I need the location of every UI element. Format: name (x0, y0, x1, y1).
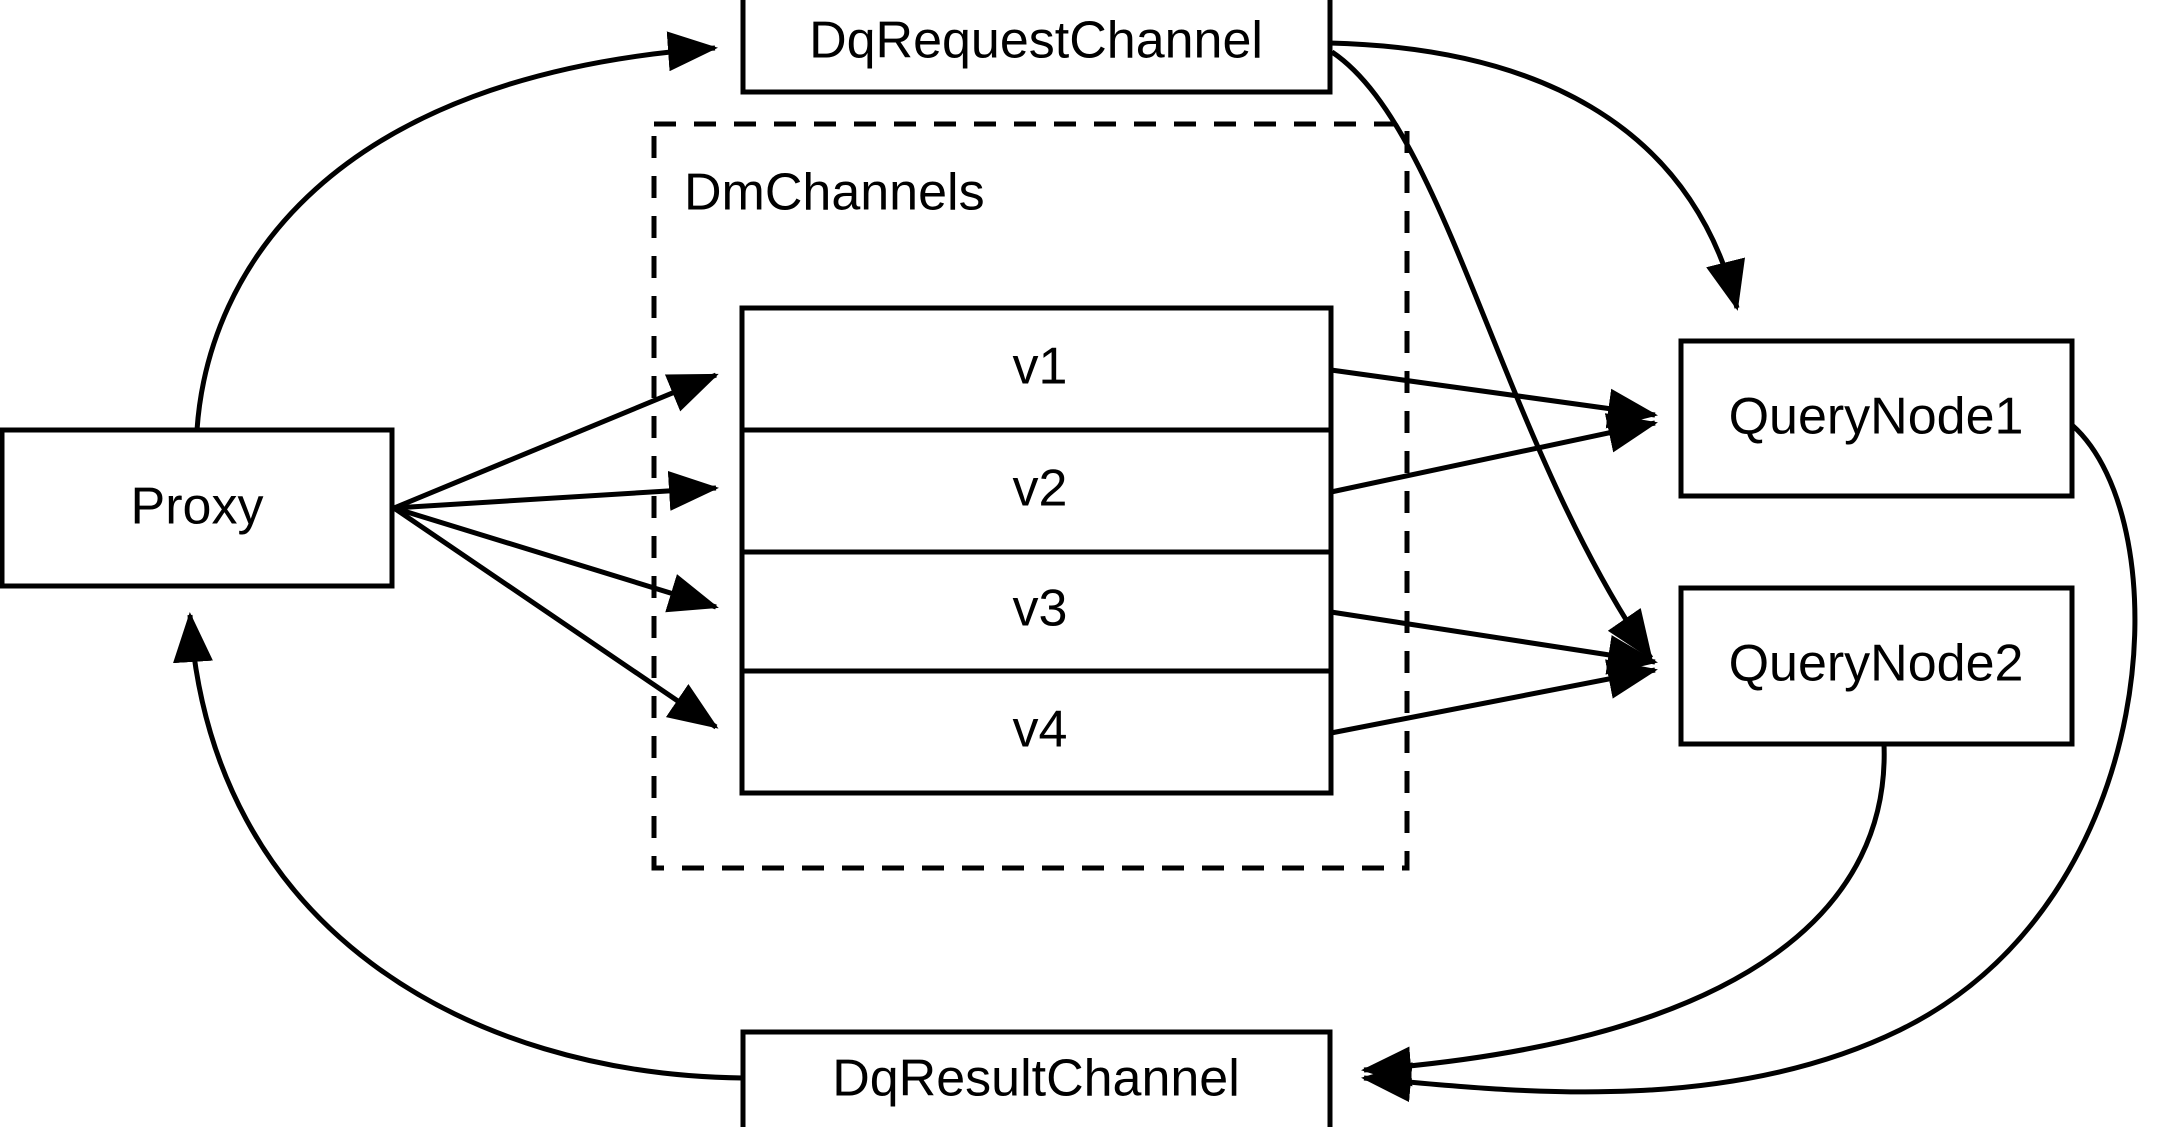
node-dq-request-channel-label: DqRequestChannel (809, 12, 1263, 70)
node-query-node-1-label: QueryNode1 (1729, 388, 2024, 446)
edge-dq-result-channel-to-proxy (173, 612, 744, 1081)
node-query-node-1[interactable]: QueryNode1 (1678, 338, 2075, 499)
edge-proxy-to-dq-request-channel (194, 31, 718, 431)
node-query-node-2-label: QueryNode2 (1729, 635, 2024, 693)
edge-dq-request-channel-to-query-node-2 (1330, 49, 1654, 661)
edge-layer (173, 31, 2138, 1103)
node-proxy-box[interactable] (0, 427, 395, 589)
node-dq-result-channel[interactable]: DqResultChannel (740, 1029, 1333, 1127)
dm-channel-lane-v2[interactable]: v2 (1013, 460, 1068, 518)
edge-proxy-to-v3 (393, 505, 719, 613)
node-proxy[interactable]: Proxy (0, 427, 395, 589)
edge-dq-request-channel-to-query-node-1 (1329, 40, 1745, 311)
node-query-node-2[interactable]: QueryNode2 (1678, 585, 2075, 747)
dm-channel-lane-v4[interactable]: v4 (1013, 701, 1068, 759)
edge-v2-to-query-node-1 (1330, 413, 1658, 495)
dm-channels-group-border (651, 121, 1410, 871)
dm-channel-stack: v1 v2 v3 v4 (739, 305, 1334, 796)
node-query-node-2-box[interactable] (1678, 585, 2075, 747)
node-dq-request-channel-box[interactable] (740, 0, 1333, 95)
edge-proxy-to-v1 (393, 372, 719, 511)
edge-v1-to-query-node-1 (1330, 367, 1658, 429)
edge-query-node-2-to-dq-result-channel (1361, 743, 1887, 1087)
edge-proxy-to-v2 (393, 470, 719, 511)
dm-channels-group-label: DmChannels (684, 164, 985, 222)
edge-proxy-to-v4 (392, 505, 719, 730)
dm-channel-lane-v1[interactable]: v1 (1013, 338, 1068, 396)
node-query-node-1-box[interactable] (1678, 338, 2075, 499)
node-dq-result-channel-box[interactable] (740, 1029, 1333, 1127)
edge-v3-to-query-node-2 (1330, 609, 1658, 675)
edge-v4-to-query-node-2 (1330, 659, 1658, 736)
edge-query-node-1-to-dq-result-channel (1361, 423, 2138, 1103)
dm-channels-group: DmChannels (651, 121, 1410, 871)
node-proxy-label: Proxy (131, 478, 264, 536)
node-dq-result-channel-label: DqResultChannel (832, 1050, 1240, 1108)
dm-channel-lane-v3[interactable]: v3 (1013, 580, 1068, 638)
node-dq-request-channel[interactable]: DqRequestChannel (740, 0, 1333, 95)
